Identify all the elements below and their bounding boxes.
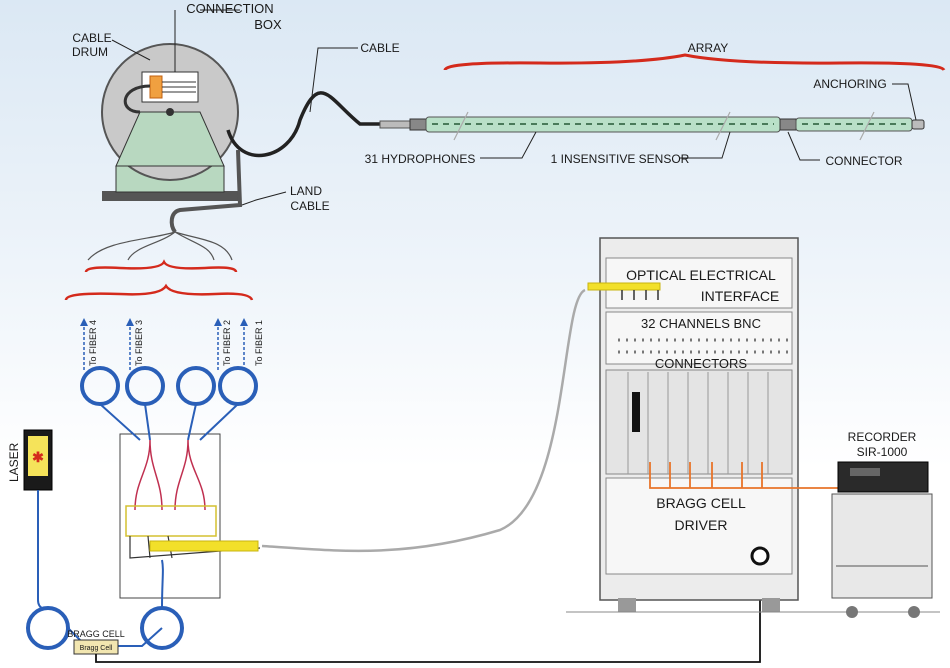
land-cable-line bbox=[169, 149, 243, 234]
fiber-3-label: To FIBER 3 bbox=[134, 320, 144, 366]
rack-foot-right bbox=[762, 598, 780, 612]
rack-foot-left bbox=[618, 598, 636, 612]
fiber-fanout bbox=[87, 231, 233, 261]
grey-link-cable bbox=[261, 288, 586, 553]
cable-drum-leader bbox=[111, 39, 151, 61]
cable-drum-label: CABLE bbox=[72, 31, 111, 45]
connection-box-wires bbox=[162, 81, 196, 93]
land-cable-label: LAND bbox=[290, 184, 322, 198]
bragg-driver-cable bbox=[95, 560, 761, 663]
bragg-cell-box-label: Bragg Cell bbox=[80, 645, 113, 652]
bragg-cell-label: BRAGG CELL bbox=[67, 629, 125, 639]
anchoring-label: ANCHORING bbox=[813, 77, 886, 91]
laser-panel bbox=[28, 436, 48, 476]
array-connector-head bbox=[379, 120, 411, 129]
sea-cable bbox=[226, 91, 380, 158]
oei-label: OPTICAL ELECTRICAL bbox=[626, 267, 776, 283]
driver-connector bbox=[750, 546, 770, 566]
recorder-display bbox=[850, 468, 880, 476]
cable-label: CABLE bbox=[360, 41, 399, 55]
array-label: ARRAY bbox=[688, 41, 728, 55]
connection-box-label: CONNECTION bbox=[186, 1, 273, 16]
recorder-label: RECORDER bbox=[848, 430, 917, 444]
cart-wheel-right bbox=[908, 606, 920, 618]
oei-yellow-connector bbox=[587, 282, 661, 291]
hydrophones-label: 31 HYDROPHONES bbox=[365, 152, 476, 166]
equipment-rack bbox=[599, 237, 799, 612]
recorder-cart bbox=[831, 493, 933, 599]
driver-label-2: DRIVER bbox=[675, 517, 728, 533]
bnc-label-2: CONNECTORS bbox=[655, 356, 748, 371]
array bbox=[379, 111, 925, 141]
cable-leader bbox=[309, 47, 358, 113]
oei-pins bbox=[621, 290, 659, 300]
card-display bbox=[632, 392, 640, 432]
connection-box-leader bbox=[174, 9, 240, 72]
connector-leader bbox=[787, 131, 820, 161]
coupler-detectors bbox=[125, 505, 217, 537]
spool-to-board-fibers bbox=[99, 403, 239, 441]
hydrophones-leader bbox=[480, 131, 537, 159]
oei-label-2: INTERFACE bbox=[701, 288, 780, 304]
orange-signal-wires bbox=[649, 462, 868, 489]
drum-base bbox=[102, 191, 238, 201]
array-break-marks bbox=[453, 111, 875, 141]
drum-inner-cable bbox=[123, 84, 151, 114]
laser-unit: ✱ bbox=[23, 429, 53, 491]
fiber-1-label: To FIBER 1 bbox=[254, 320, 264, 366]
spool-2 bbox=[125, 366, 165, 406]
yellow-output-cable bbox=[149, 540, 259, 552]
land-cable-label-2: CABLE bbox=[290, 199, 329, 213]
insensitive-sensor-label: 1 INSENSITIVE SENSOR bbox=[551, 152, 690, 166]
connector-label: CONNECTOR bbox=[825, 154, 902, 168]
inner-brace bbox=[84, 259, 238, 273]
driver-label: BRAGG CELL bbox=[656, 495, 746, 511]
spool-4 bbox=[218, 366, 258, 406]
card-slots bbox=[627, 372, 769, 474]
anchoring-leader bbox=[892, 83, 917, 121]
cart-wheel-left bbox=[846, 606, 858, 618]
laser-label: LASER bbox=[7, 442, 21, 482]
land-cable-leader bbox=[241, 191, 287, 206]
coupler-board bbox=[119, 433, 221, 599]
spool-3 bbox=[176, 366, 216, 406]
fiber-2-label: To FIBER 2 bbox=[222, 320, 232, 366]
insensitive-leader bbox=[680, 131, 731, 159]
drum-stand bbox=[115, 111, 225, 167]
array-joint bbox=[779, 118, 797, 131]
connection-box-core bbox=[149, 75, 163, 99]
bnc-label: 32 CHANNELS BNC bbox=[641, 316, 761, 331]
recorder-unit bbox=[837, 461, 929, 493]
cable-drum bbox=[101, 43, 239, 201]
drum-hub bbox=[166, 108, 174, 116]
fiber-arrow-lines bbox=[83, 322, 245, 370]
fiber-brace bbox=[64, 283, 254, 301]
recorder-label-2: SIR-1000 bbox=[857, 445, 908, 459]
cable-drum-label-2: DRUM bbox=[72, 45, 108, 59]
coupler-splits bbox=[134, 439, 206, 511]
spool-laser bbox=[26, 606, 70, 650]
fiber-4-label: To FIBER 4 bbox=[88, 320, 98, 366]
recorder bbox=[831, 461, 933, 618]
rack-bnc-panel bbox=[605, 311, 793, 365]
array-anchor bbox=[911, 119, 925, 130]
laser-star-icon: ✱ bbox=[32, 449, 44, 465]
array-brace bbox=[443, 53, 946, 72]
spool-1 bbox=[80, 366, 120, 406]
connection-box-label-2: BOX bbox=[254, 17, 282, 32]
array-connector-plug bbox=[409, 118, 427, 131]
